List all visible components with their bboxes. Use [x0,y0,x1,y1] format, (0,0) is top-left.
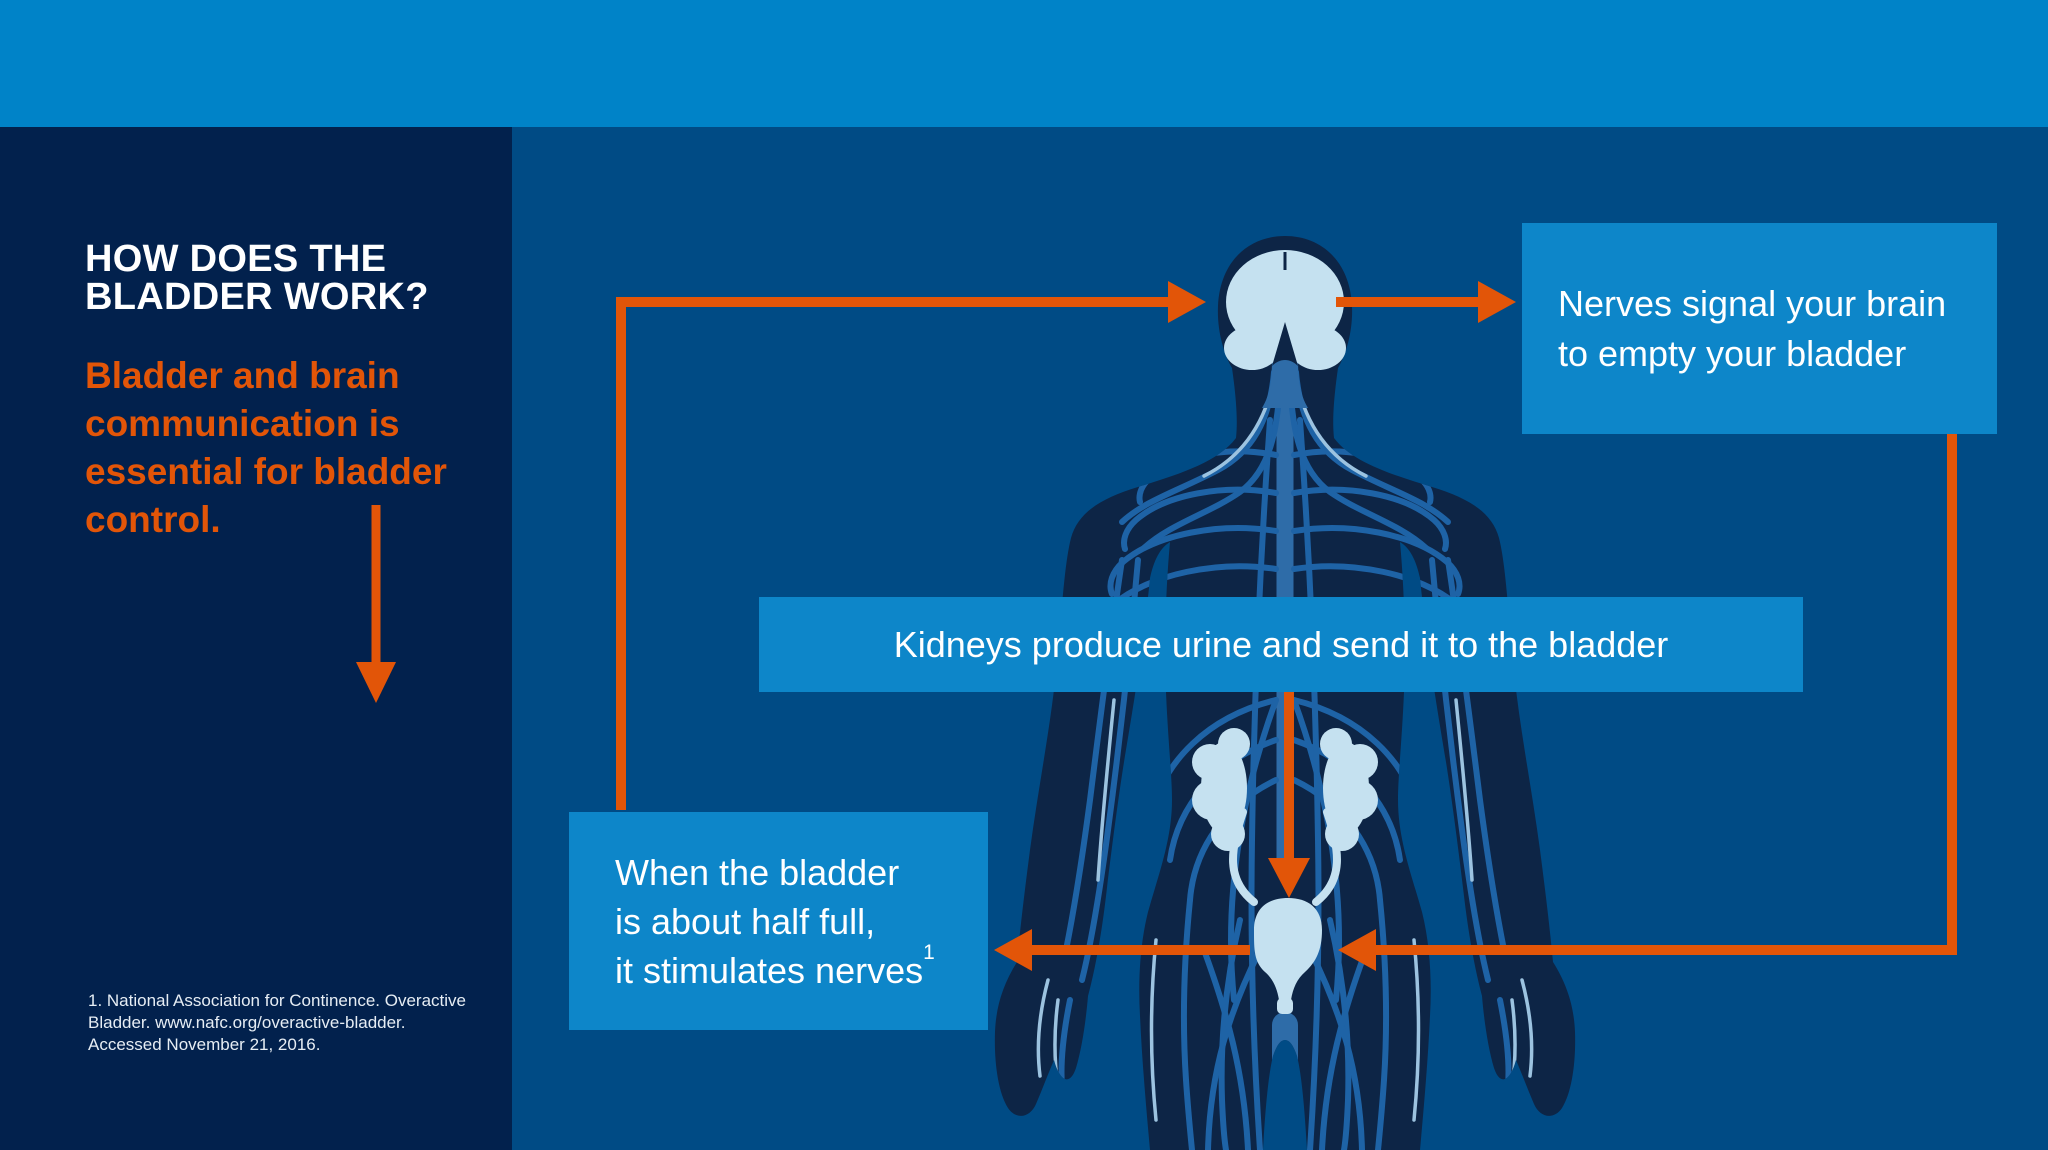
callout-text-line: Kidneys produce urine and send it to the… [893,623,1669,665]
page-title-line: HOW DOES THE [85,238,387,280]
organs [1192,250,1378,1014]
footnote-line: Bladder. www.nafc.org/overactive-bladder… [88,1013,406,1032]
page-title: HOW DOES THE BLADDER WORK? [85,240,429,316]
bladder-icon [1254,898,1322,1014]
intro-line: communication is [85,403,400,444]
page-title-line: BLADDER WORK? [85,276,429,318]
intro-line: Bladder and brain [85,355,400,396]
flow-arrows [356,281,1957,971]
left-text-panel [0,127,512,1150]
arrow-brain-to-callout [1336,281,1516,323]
intro-line: essential for bladder [85,451,447,492]
intro-line: control. [85,499,221,540]
sacral-nerve-bundle [1272,1012,1298,1150]
top-brand-bar [0,0,2048,127]
arrow-bladder-to-nerves-callout [994,929,1250,971]
footnote-reference-mark: 1 [923,941,935,965]
arrow-callout-to-bladder [1338,434,1957,971]
callout-text-line: to empty your bladder [1558,332,1907,374]
callout-bladder-half-full: When the bladder is about half full, it … [569,812,988,1030]
reference-footnote: 1. National Association for Continence. … [88,990,466,1056]
callout-nerves-signal-brain: Nerves signal your brain to empty your b… [1522,223,1997,434]
intro-statement: Bladder and brain communication is essen… [85,352,447,544]
footnote-line: Accessed November 21, 2016. [88,1035,321,1054]
brain-icon [1224,250,1346,370]
arrow-bladder-to-brain [616,281,1206,810]
footnote-line: 1. National Association for Continence. … [88,991,466,1010]
callout-text-line: is about half full, [615,900,876,942]
ureters [1229,808,1341,906]
callout-text: it stimulates nerves [615,949,924,991]
callout-kidneys-produce-urine: Kidneys produce urine and send it to the… [759,597,1803,692]
callout-text-line: Nerves signal your brain [1558,282,1947,324]
kidney-icon [1320,728,1378,851]
brainstem [1262,358,1308,408]
callout-text-line: it stimulates nerves1 [615,942,988,995]
panel-down-arrow [356,505,396,703]
callout-text-line: When the bladder [615,851,900,893]
arrow-kidneys-to-bladder [1268,692,1310,898]
